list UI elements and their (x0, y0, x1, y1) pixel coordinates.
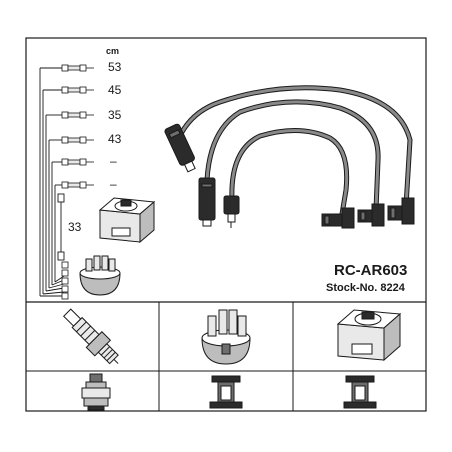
lead-connector-3 (61, 111, 94, 119)
outer-frame (25, 37, 427, 412)
distributor-cap-table-icon (201, 309, 251, 365)
spark-plug-terminal-icon (81, 373, 111, 411)
cable-length-4: 43 (108, 132, 122, 146)
coil-lead-length: 33 (68, 220, 82, 234)
cable-length-6: – (110, 177, 117, 191)
distributor-boot-1 (198, 177, 216, 227)
part-number: RC-AR603 (334, 262, 408, 279)
lead-connectors (61, 64, 94, 189)
cable-set-illustration (175, 85, 413, 215)
cable-length-2: 45 (108, 83, 122, 97)
spark-plug-icon (63, 308, 119, 365)
plug-boot-2 (357, 203, 385, 227)
coil-lead (57, 193, 65, 261)
bottom-terminal-block (61, 261, 69, 300)
ignition-coil-table-icon (336, 309, 402, 362)
distributor-cap-icon (79, 255, 121, 296)
distributor-boot-2 (223, 195, 240, 228)
plug-boot-3 (387, 197, 415, 225)
stock-number: Stock-No. 8224 (326, 282, 405, 294)
cable-boots (164, 123, 415, 229)
unit-label: cm (106, 46, 120, 56)
lead-connector-2 (61, 86, 94, 94)
lead-connector-6 (61, 181, 94, 189)
cable-length-1: 53 (108, 60, 122, 74)
distributor-terminal-icon (209, 375, 243, 409)
lead-connector-5 (61, 158, 94, 166)
cable-length-schematic (39, 67, 65, 297)
lead-connector-4 (61, 136, 94, 144)
cable-length-5: – (110, 154, 117, 168)
coil-terminal-icon (343, 375, 377, 409)
ignition-coil-icon (98, 197, 156, 244)
cable-length-3: 35 (108, 108, 122, 122)
coil-end-boot (164, 123, 196, 173)
plug-boot-1 (321, 207, 355, 229)
lead-connector-1 (61, 64, 94, 72)
